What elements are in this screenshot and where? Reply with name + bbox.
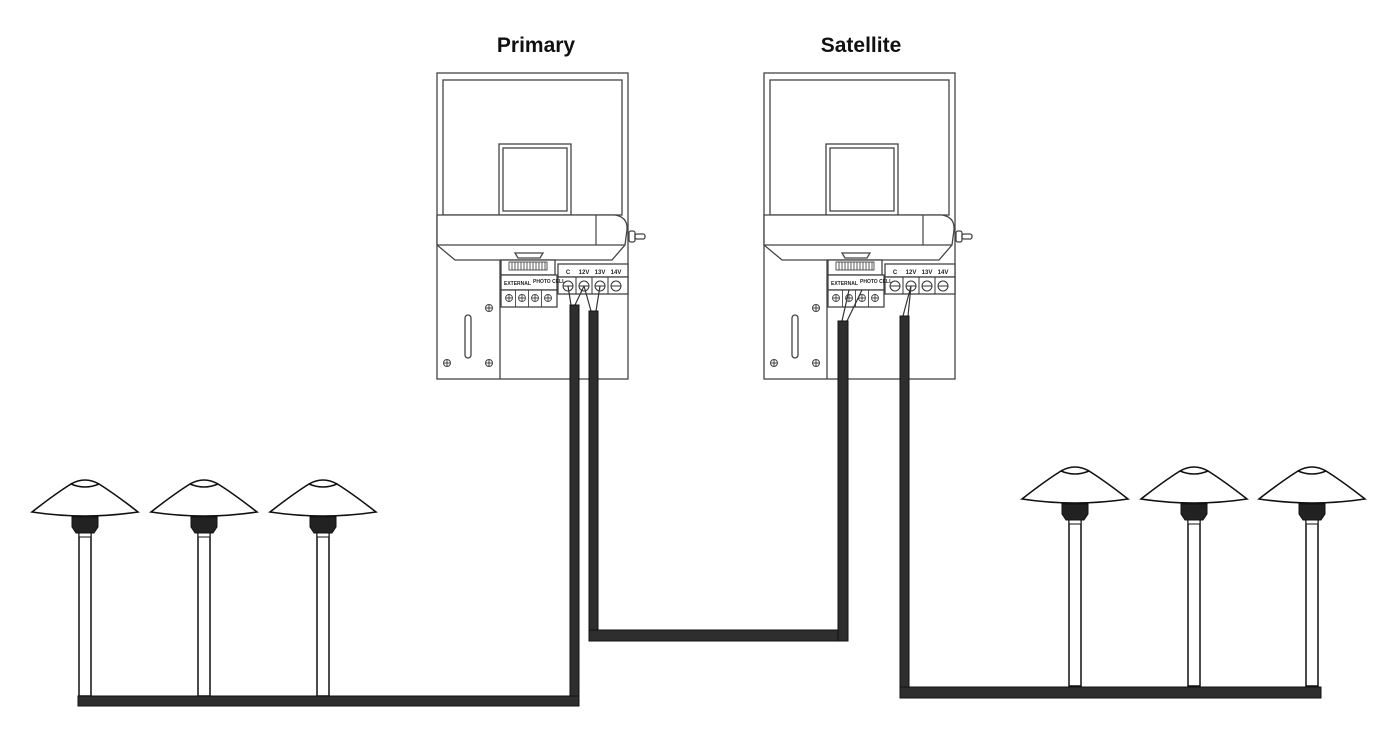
- lamp: [1140, 466, 1248, 687]
- lamp: [269, 479, 377, 697]
- primary-satellite-run-cable: [588, 629, 849, 642]
- satellite-to-right-lamps-cable: [899, 315, 910, 699]
- lamp: [1021, 466, 1129, 687]
- terminal-c-label: C: [566, 270, 571, 276]
- photocell-label: PHOTO CELL: [533, 279, 565, 285]
- satellite-transformer: [763, 72, 973, 380]
- terminal-12v-label: 12V: [906, 270, 917, 276]
- terminal-13v-label: 13V: [922, 270, 933, 276]
- terminal-13v-label: 13V: [595, 270, 606, 276]
- terminal-12v-label: 12V: [579, 270, 590, 276]
- right-lamps-run-cable: [899, 686, 1322, 699]
- primary-terminal-labels: C 12V 13V 14V EXTERNAL PHOTO CELL: [504, 270, 621, 287]
- primary-transformer: [436, 72, 646, 380]
- terminal-14v-label: 14V: [938, 270, 949, 276]
- cables: [567, 285, 912, 322]
- left-lamps-run-cable: [77, 695, 580, 707]
- left-lamp-group: [31, 479, 377, 697]
- satellite-terminal-labels: C 12V 13V 14V EXTERNAL PHOTO CELL: [831, 270, 948, 287]
- primary-to-left-lamps-cable: [569, 304, 580, 707]
- terminal-14v-label: 14V: [611, 270, 622, 276]
- external-label: EXTERNAL: [831, 281, 858, 287]
- right-lamp-group: [1021, 466, 1366, 687]
- photocell-label: PHOTO CELL: [860, 279, 892, 285]
- satellite-external-cable: [837, 320, 849, 642]
- primary-label: Primary: [496, 34, 576, 57]
- primary-to-satellite-cable: [588, 310, 599, 642]
- terminal-c-label: C: [893, 270, 898, 276]
- satellite-label: Satellite: [820, 34, 902, 57]
- external-label: EXTERNAL: [504, 281, 531, 287]
- lamp: [1258, 466, 1366, 687]
- lamp: [150, 479, 258, 697]
- lamp: [31, 479, 139, 697]
